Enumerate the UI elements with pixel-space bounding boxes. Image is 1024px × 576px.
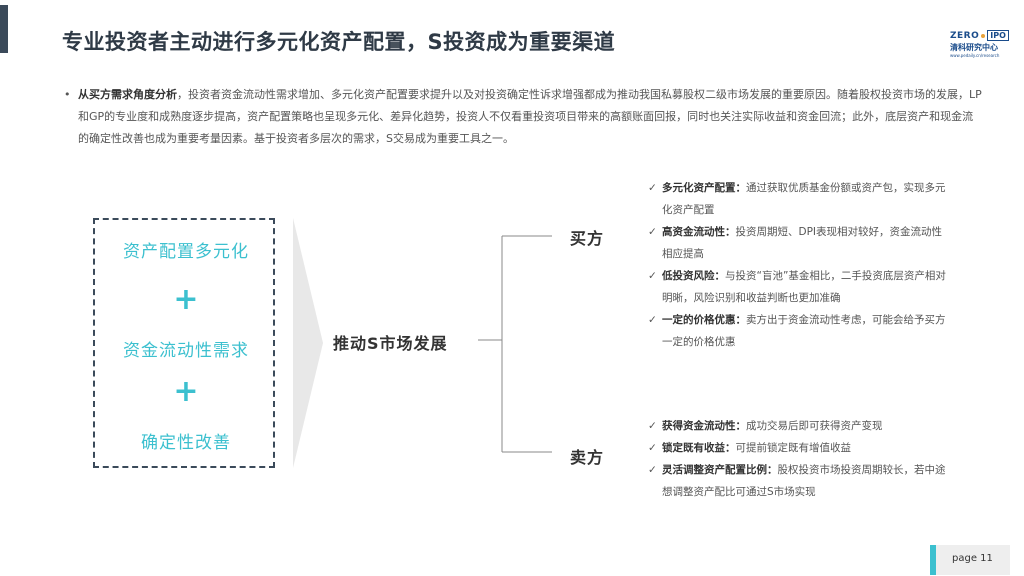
page-accent-bar — [930, 545, 936, 575]
buyer-label: 买方 — [570, 229, 605, 248]
seller-points: ✓ 获得资金流动性：成功交易后即可获得资产变现 ✓ 锁定既有收益：可提前锁定既有… — [648, 415, 948, 503]
chevron-arrow-icon — [293, 218, 323, 468]
checkmark-icon: ✓ — [648, 314, 657, 326]
checkmark-icon: ✓ — [648, 420, 657, 432]
logo-ipo-text: IPO — [987, 30, 1009, 41]
factor-certainty: 确定性改善 — [141, 433, 231, 453]
zero2ipo-logo: ZERO IPO 清科研究中心 www.pedaily.cn/research — [950, 30, 1012, 60]
intro-text: ，投资者资金流动性需求增加、多元化资产配置要求提升以及对投资确定性诉求增强都成为… — [78, 88, 982, 145]
logo-url-text: www.pedaily.cn/research — [950, 53, 1000, 58]
list-item: ✓ 高资金流动性：投资周期短、DPI表现相对较好，资金流动性相应提高 — [648, 221, 948, 265]
buyer-points: ✓ 多元化资产配置：通过获取优质基金份额或资产包，实现多元化资产配置 ✓ 高资金… — [648, 177, 948, 353]
seller-label: 卖方 — [570, 448, 605, 467]
checkmark-icon: ✓ — [648, 182, 657, 194]
factor-liquidity: 资金流动性需求 — [123, 341, 249, 361]
list-item: ✓ 一定的价格优惠：卖方出于资金流动性考虑，可能会给予买方一定的价格优惠 — [648, 309, 948, 353]
checkmark-icon: ✓ — [648, 464, 657, 476]
center-label: 推动S市场发展 — [333, 334, 448, 353]
plus-icon: + — [173, 374, 199, 409]
factors-box: 资产配置多元化 + 资金流动性需求 + 确定性改善 — [93, 218, 275, 468]
intro-paragraph: • 从买方需求角度分析，投资者资金流动性需求增加、多元化资产配置要求提升以及对投… — [64, 84, 984, 150]
bullet-icon: • — [64, 88, 71, 101]
plus-icon: + — [173, 282, 199, 317]
list-item: ✓ 获得资金流动性：成功交易后即可获得资产变现 — [648, 415, 948, 437]
list-item: ✓ 低投资风险：与投资“盲池”基金相比，二手投资底层资产相对明晰，风险识别和收益… — [648, 265, 948, 309]
logo-cn-text: 清科研究中心 — [950, 43, 998, 52]
page-number: page 11 — [952, 553, 993, 564]
intro-lead: 从买方需求角度分析 — [78, 88, 177, 101]
checkmark-icon: ✓ — [648, 442, 657, 454]
list-item: ✓ 锁定既有收益：可提前锁定既有增值收益 — [648, 437, 948, 459]
list-item: ✓ 多元化资产配置：通过获取优质基金份额或资产包，实现多元化资产配置 — [648, 177, 948, 221]
checkmark-icon: ✓ — [648, 270, 657, 282]
logo-zero-text: ZERO — [950, 30, 980, 41]
checkmark-icon: ✓ — [648, 226, 657, 238]
page-number-box — [936, 545, 1010, 575]
page-title: 专业投资者主动进行多元化资产配置，S投资成为重要渠道 — [62, 30, 616, 54]
list-item: ✓ 灵活调整资产配置比例：股权投资市场投资周期较长，若中途想调整资产配比可通过S… — [648, 459, 948, 503]
title-accent-bar — [0, 5, 8, 53]
factor-diversification: 资产配置多元化 — [123, 242, 249, 262]
logo-dot — [981, 33, 986, 38]
